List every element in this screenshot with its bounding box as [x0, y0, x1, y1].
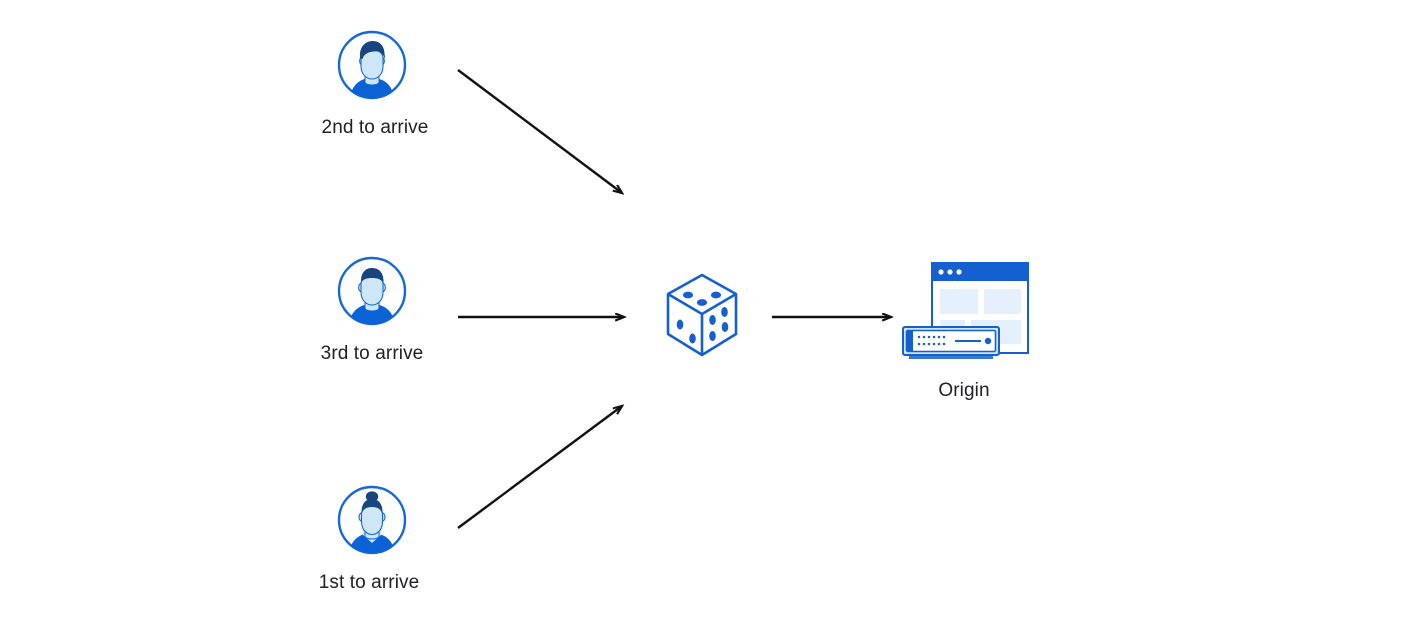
user-avatar-icon [337, 30, 407, 100]
client-node-2nd[interactable] [335, 28, 409, 102]
window-dot [938, 269, 944, 275]
arrow-1st-to-dice [457, 406, 622, 529]
client-label-3rd: 3rd to arrive [320, 343, 424, 364]
client-node-3rd[interactable] [335, 254, 409, 328]
window-dot [947, 269, 953, 275]
origin-node[interactable] [893, 258, 1033, 378]
client-label-1st: 1st to arrive [318, 572, 420, 593]
origin-label: Origin [938, 380, 990, 401]
dice-icon [666, 273, 738, 357]
user-avatar-icon [337, 485, 407, 555]
arrow-2nd-to-dice [457, 69, 622, 193]
window-dot [956, 269, 962, 275]
user-avatar-icon [337, 256, 407, 326]
content-panel [984, 289, 1021, 314]
content-panel [940, 289, 978, 314]
random-selector-node[interactable] [663, 272, 741, 369]
server-device-icon [902, 326, 1000, 359]
client-node-1st[interactable] [335, 483, 409, 557]
client-label-2nd: 2nd to arrive [321, 117, 429, 138]
origin-server-icon [902, 262, 1029, 359]
